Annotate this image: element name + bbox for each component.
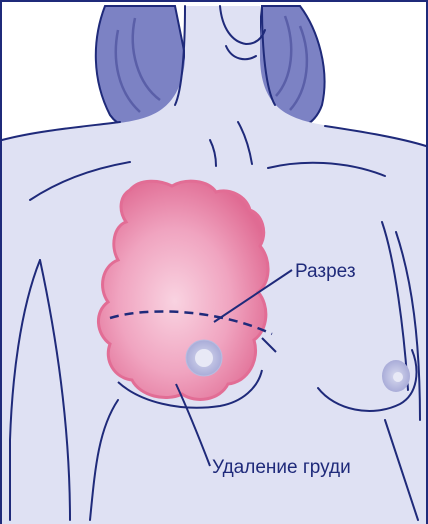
breast-tissue	[98, 181, 268, 399]
incision-label: Разрез	[295, 262, 356, 281]
breast-removal-label: Удаление груди	[212, 458, 351, 477]
left-nipple	[186, 340, 222, 376]
right-nipple	[382, 360, 410, 392]
